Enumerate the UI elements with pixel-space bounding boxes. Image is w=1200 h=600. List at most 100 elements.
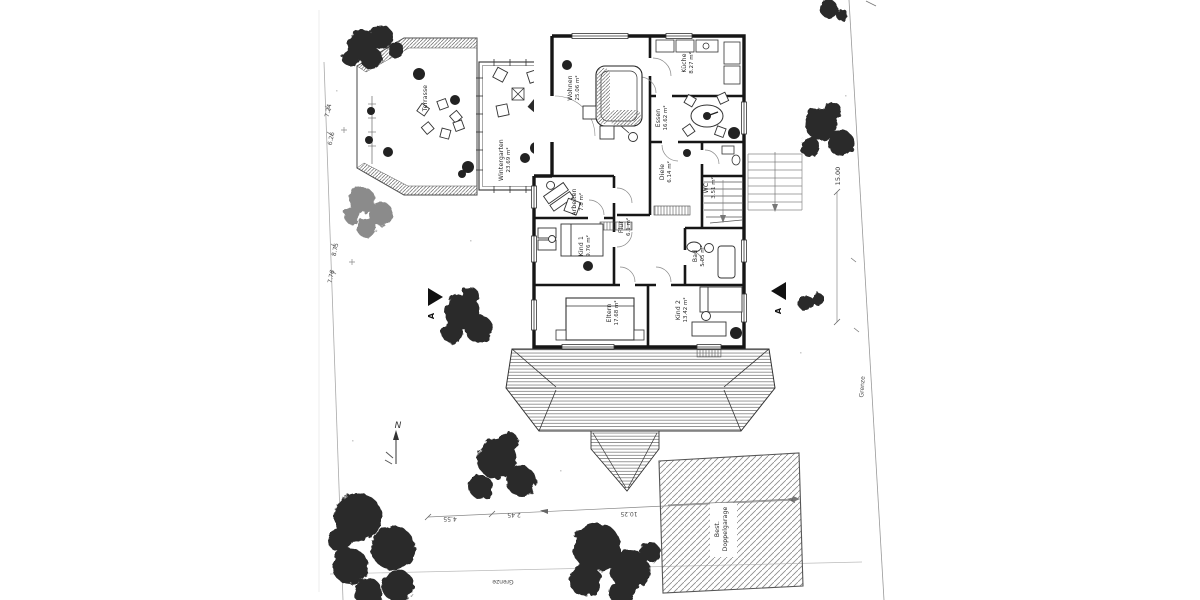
dining-plant xyxy=(728,127,740,139)
living-room-sofa xyxy=(595,65,643,127)
garage xyxy=(658,452,804,594)
room-label-arbeiten: Arbeiten xyxy=(571,188,578,215)
bathroom-fixtures xyxy=(686,241,736,279)
dim-right-15m: 15.00 xyxy=(834,167,842,186)
exterior-stair xyxy=(747,152,803,212)
room-area-kueche: 8.27 m² xyxy=(688,52,695,74)
dim-bottom-1: 4.55 xyxy=(443,515,457,522)
deck-steps-ticks xyxy=(368,103,376,147)
room-area-eltern: 17.68 m² xyxy=(613,300,620,325)
living-room-side-table xyxy=(582,105,597,120)
room-area-arbeiten: 7.8 m² xyxy=(578,193,585,211)
garage-dim-arrowhead xyxy=(793,496,800,502)
garage-label-line2: Doppelgarage xyxy=(722,506,729,551)
kitchen-counters xyxy=(655,39,741,85)
boundary-line-right xyxy=(848,0,885,600)
bush-top-right-corner xyxy=(820,0,848,21)
dining-set xyxy=(681,91,740,139)
north-arrow: N xyxy=(384,421,402,465)
room-area-wintergarten: 23.69 m² xyxy=(505,147,512,172)
room-area-wc: 3.51 m² xyxy=(710,177,717,199)
deck-hatch-band-bottom xyxy=(356,162,478,196)
study-armchair xyxy=(563,197,582,216)
room-area-wohnen: 25.06 m² xyxy=(574,75,581,100)
roof-hip-lines xyxy=(506,348,775,432)
parents-bed xyxy=(555,297,645,341)
dim-bottom-3: 10.25 xyxy=(620,510,637,517)
hall-plant xyxy=(683,149,691,157)
north-label: N xyxy=(395,421,402,431)
terrace-plants xyxy=(365,68,474,178)
garage-label-line1: Best. xyxy=(714,521,721,537)
tree-bottom-left xyxy=(328,493,415,600)
living-room-coffee-table xyxy=(599,125,615,140)
interior-stair xyxy=(704,180,743,224)
floor-lamp-arm xyxy=(620,125,630,134)
dim-left-1: 7.24 xyxy=(324,103,334,118)
scan-speckles xyxy=(336,90,847,472)
door-openings xyxy=(549,58,705,288)
trees xyxy=(328,0,854,600)
bush-right-small xyxy=(798,293,824,311)
roof-plan xyxy=(505,348,776,492)
conservatory-table xyxy=(511,87,525,101)
tree-left-light xyxy=(344,187,393,238)
section-marker-a-left: A xyxy=(427,288,443,319)
room-label-essen: Essen xyxy=(655,109,662,128)
boundary-label-right: Grenze xyxy=(858,376,866,398)
boundary-label-bottom: Grenze xyxy=(492,578,514,585)
terrace-deck xyxy=(356,37,478,196)
room-label-flur: Flur xyxy=(618,221,625,234)
room-label-terrasse: Terrasse xyxy=(422,85,429,112)
living-room-plant xyxy=(562,60,572,70)
deck-hatch-band-top xyxy=(356,37,478,73)
room-labels: Terrasse Wintergarten 23.69 m² Wohnen 25… xyxy=(422,52,729,551)
room-area-bad: 5.05 m² xyxy=(699,245,706,267)
radiator-hall xyxy=(653,205,691,216)
porch-roof-ridges xyxy=(592,432,658,489)
room-label-kueche: Küche xyxy=(681,53,688,72)
dim-left-2: 6.26 xyxy=(327,131,337,146)
floor-lamp xyxy=(628,132,638,142)
room-label-bad: Bad xyxy=(692,250,699,262)
dim-left-3: 8.75 xyxy=(331,242,341,257)
wc-fixtures xyxy=(721,145,741,166)
room-area-flur: 6.1 m² xyxy=(625,218,632,236)
study-desk xyxy=(542,180,575,212)
tree-bottom-center xyxy=(569,523,660,600)
garage-label-box xyxy=(710,503,737,557)
section-marker-a-right: A xyxy=(771,282,786,314)
section-label-left: A xyxy=(427,312,436,319)
child2-plant xyxy=(730,327,742,339)
room-area-essen: 16.62 m² xyxy=(662,105,669,130)
terrace-chairs xyxy=(416,97,466,140)
room-label-wc: WC xyxy=(703,183,710,194)
room-area-diele: 6.14 m² xyxy=(666,161,673,183)
room-label-kind2: Kind 2 xyxy=(675,300,682,320)
room-label-wintergarten: Wintergarten xyxy=(498,139,505,181)
porch-roof xyxy=(590,430,660,492)
room-area-kind1: 9.76 m² xyxy=(585,235,592,257)
room-label-wohnen: Wohnen xyxy=(567,75,574,101)
child1-furniture xyxy=(537,223,604,257)
section-label-right: A xyxy=(774,307,783,314)
boundary-ticks-left xyxy=(324,105,338,275)
dim-bottom-2: 2.45 xyxy=(507,511,521,518)
garage-dim-arrow-line xyxy=(667,498,794,506)
child1-plant xyxy=(583,261,593,271)
windows xyxy=(531,33,747,350)
room-label-eltern: Eltern xyxy=(606,304,613,323)
dim-line-right-15m xyxy=(833,188,860,333)
room-area-kind2: 13.42 m² xyxy=(682,297,689,322)
tree-right xyxy=(800,102,854,157)
boundary-tick-top-right xyxy=(865,0,877,7)
tree-mid-left xyxy=(441,287,493,343)
room-label-kind1: Kind 1 xyxy=(578,236,585,256)
dim-left-4: 7.76 xyxy=(327,269,337,284)
furniture xyxy=(537,39,743,341)
child2-furniture xyxy=(691,286,743,337)
dimension-labels: 7.24 6.26 8.75 7.76 15.00 Grenze 4.55 2.… xyxy=(324,103,867,585)
room-label-diele: Diele xyxy=(659,164,666,180)
tree-bottom-mid-left xyxy=(469,432,536,499)
